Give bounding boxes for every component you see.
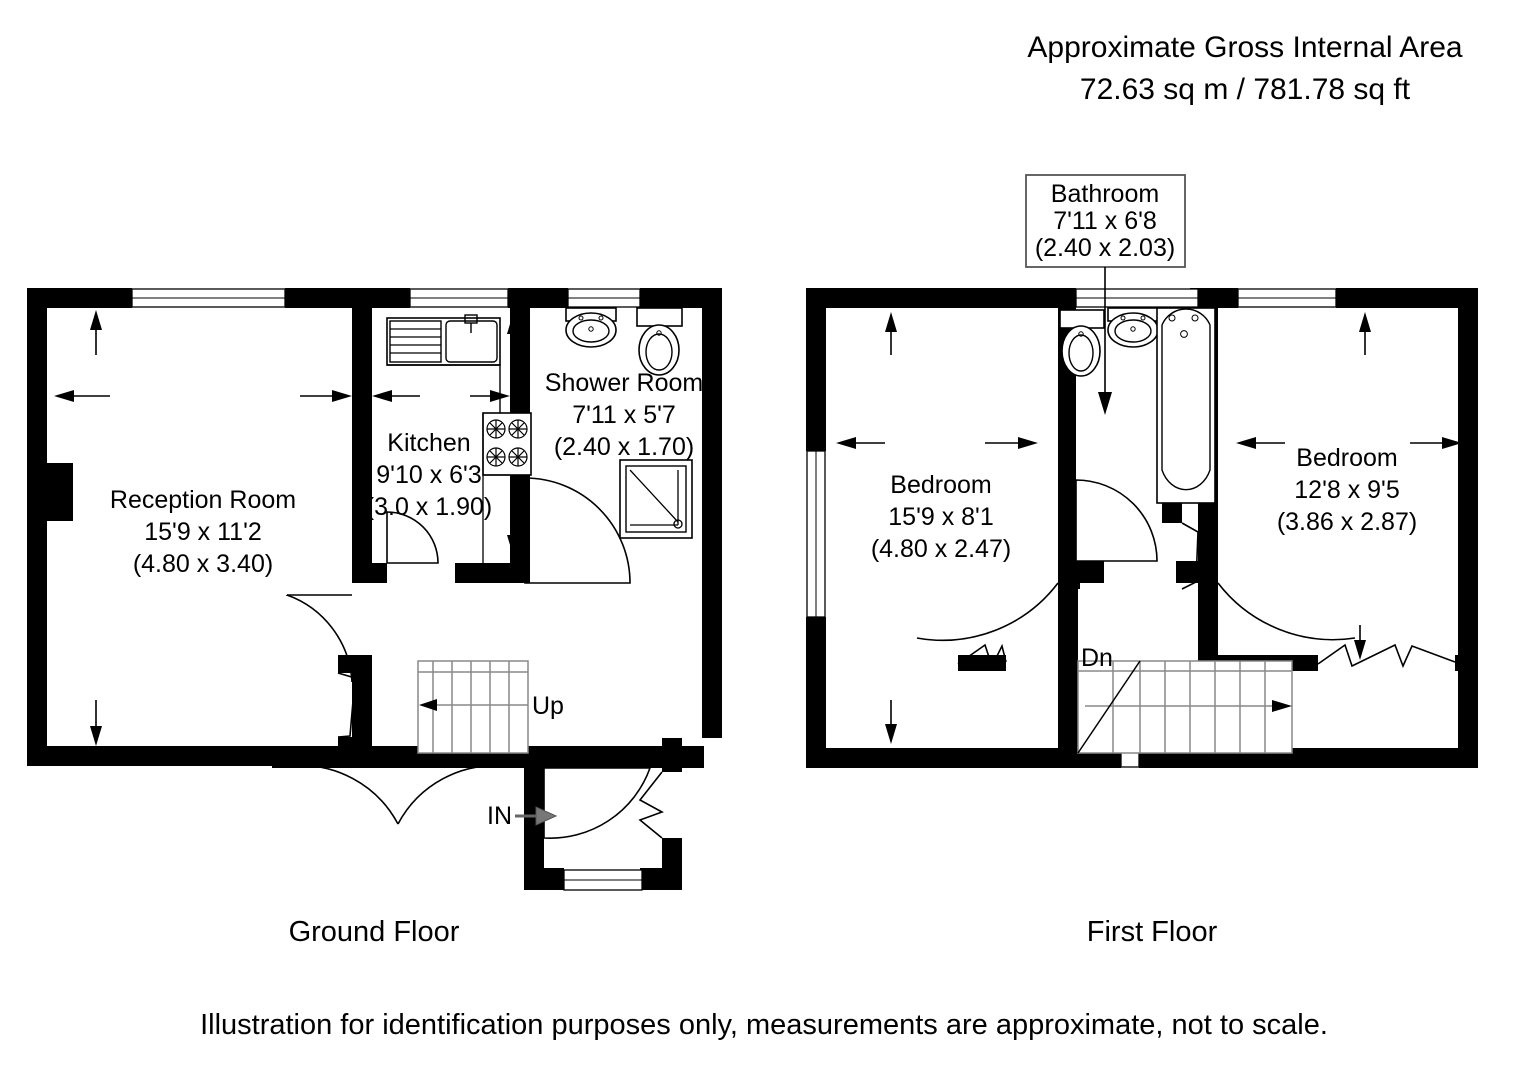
door-bedroom-right xyxy=(1217,582,1356,641)
bedroom-right-name: Bedroom xyxy=(1296,444,1397,472)
bathtub-icon xyxy=(1161,308,1211,491)
toilet-icon xyxy=(638,324,680,376)
reception-room-name: Reception Room xyxy=(110,486,296,514)
cistern-icon xyxy=(636,307,683,327)
ground-floor-title: Ground Floor xyxy=(289,916,460,948)
room-label-bedroom-left: Bedroom 15'9 x 8'1 (4.80 x 2.47) xyxy=(871,471,1011,563)
kitchen-fixtures xyxy=(386,314,532,563)
bathroom-metric: (2.40 x 2.03) xyxy=(1035,234,1175,262)
bedroom-right-imperial: 12'8 x 9'5 xyxy=(1294,476,1399,504)
bathroom-leader-arrow-icon xyxy=(1098,392,1112,415)
bedroom-left-imperial: 15'9 x 8'1 xyxy=(888,503,993,531)
door-bedroom-left xyxy=(916,582,1059,642)
first-floor-title: First Floor xyxy=(1087,916,1218,948)
ground-floor-staircase: Up xyxy=(417,660,564,754)
bathroom-callout-box xyxy=(1025,174,1186,268)
room-label-kitchen: Kitchen 9'10 x 6'3 (3.0 x 1.90) xyxy=(366,429,492,521)
bathroom-name: Bathroom xyxy=(1051,180,1159,208)
door-reception-swing xyxy=(286,594,353,683)
first-floor-windows xyxy=(806,288,1337,768)
bathroom-fixtures xyxy=(1059,307,1216,504)
header-line-1: Approximate Gross Internal Area xyxy=(1027,31,1463,64)
toilet-icon xyxy=(1061,325,1101,377)
door-bathroom xyxy=(1075,479,1158,562)
disclaimer-text: Illustration for identification purposes… xyxy=(200,1009,1328,1041)
bedroom-right-metric: (3.86 x 2.87) xyxy=(1277,508,1417,536)
bathroom-callout: Bathroom 7'11 x 6'8 (2.40 x 2.03) xyxy=(1025,174,1186,415)
ground-floor-doors xyxy=(286,477,664,839)
bedroom-left-metric: (4.80 x 2.47) xyxy=(871,535,1011,563)
bathtub-surround-icon xyxy=(1156,307,1216,504)
ground-floor-room-labels: Reception Room 15'9 x 11'2 (4.80 x 3.40)… xyxy=(110,369,703,578)
gross-internal-area-header: Approximate Gross Internal Area 72.63 sq… xyxy=(1027,31,1463,106)
kitchen-imperial: 9'10 x 6'3 xyxy=(376,461,481,489)
reception-room-imperial: 15'9 x 11'2 xyxy=(144,518,262,546)
first-floor-plan: Bathroom 7'11 x 6'8 (2.40 x 2.03) xyxy=(806,174,1478,948)
sink-icon xyxy=(386,317,501,366)
door-kitchen xyxy=(386,511,439,564)
reception-room-metric: (4.80 x 3.40) xyxy=(133,550,273,578)
door-french-left xyxy=(289,764,399,825)
door-french-right xyxy=(397,764,506,825)
stair-up-arrow-icon xyxy=(419,699,437,711)
door-shower-room xyxy=(524,477,631,584)
cupboard-bedroom-left xyxy=(957,643,1007,669)
shower-room-metric: (2.40 x 1.70) xyxy=(554,433,694,461)
first-floor-room-labels: Bedroom 15'9 x 8'1 (4.80 x 2.47) Bedroom… xyxy=(871,444,1417,563)
door-understairs-cupboard xyxy=(337,672,356,738)
first-floor-doors xyxy=(916,479,1456,669)
first-floor-staircase: Dn xyxy=(1077,644,1293,754)
stair-up-label: Up xyxy=(532,692,564,720)
cupboard-bedroom-right xyxy=(1317,643,1456,669)
header-line-2: 72.63 sq m / 781.78 sq ft xyxy=(1080,73,1411,106)
entrance-marker: IN xyxy=(487,802,558,830)
kitchen-metric: (3.0 x 1.90) xyxy=(366,493,492,521)
door-front-entrance xyxy=(543,767,652,839)
bathroom-imperial: 7'11 x 6'8 xyxy=(1053,207,1157,235)
ground-floor-walls xyxy=(27,288,722,890)
stair-down-arrow-icon xyxy=(1272,700,1292,712)
first-floor-dimension-arrows xyxy=(836,312,1462,744)
shower-room-imperial: 7'11 x 5'7 xyxy=(572,401,676,429)
entrance-arrow-icon xyxy=(515,806,558,826)
ground-floor-plan: Up IN Reception Room 15'9 x 11'2 (4.80 x… xyxy=(27,288,722,948)
room-label-bedroom-right: Bedroom 12'8 x 9'5 (3.86 x 2.87) xyxy=(1277,444,1417,536)
stair-down-label: Dn xyxy=(1081,644,1113,672)
kitchen-name: Kitchen xyxy=(387,429,470,457)
bedroom-left-name: Bedroom xyxy=(890,471,991,499)
room-label-shower-room: Shower Room 7'11 x 5'7 (2.40 x 1.70) xyxy=(545,369,703,461)
ground-floor-windows xyxy=(131,288,643,891)
room-label-reception-room: Reception Room 15'9 x 11'2 (4.80 x 3.40) xyxy=(110,486,296,578)
shower-room-name: Shower Room xyxy=(545,369,703,397)
shower-room-fixtures xyxy=(565,307,693,539)
door-porch-inner xyxy=(638,771,664,839)
entrance-label: IN xyxy=(487,802,512,830)
door-airing-cupboard xyxy=(1181,522,1199,590)
